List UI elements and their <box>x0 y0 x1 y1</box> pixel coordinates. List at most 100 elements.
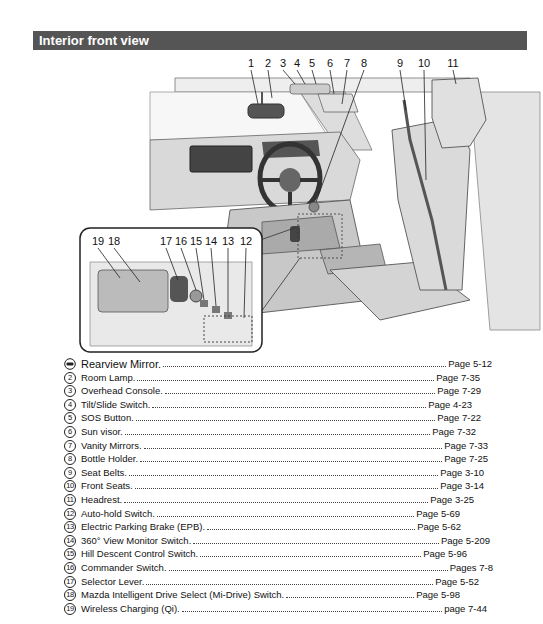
callout-number: 12 <box>64 508 76 520</box>
callout-number: 2 <box>265 57 271 69</box>
dot-leader <box>200 556 421 557</box>
callout-number: 9 <box>397 57 403 69</box>
page-reference: Page 7-35 <box>436 372 480 384</box>
dot-leader <box>136 420 435 421</box>
item-name: Rearview Mirror. <box>81 358 161 370</box>
callout-number: 2 <box>64 372 76 384</box>
callout-number: 13 <box>222 235 234 247</box>
item-name: Overhead Console. <box>81 385 163 397</box>
callout-number: 14 <box>64 535 76 547</box>
item-name: Sun visor. <box>81 426 123 438</box>
page-reference: Page 4-23 <box>428 399 472 411</box>
callout-number: 4 <box>64 399 76 411</box>
callout-number: 7 <box>64 440 76 452</box>
page-reference: Page 7-32 <box>432 426 476 438</box>
callout-number: 15 <box>190 235 202 247</box>
index-row: 2 Room Lamp. Page 7-35 <box>64 371 480 384</box>
callout-number: 6 <box>327 57 333 69</box>
item-name: Selector Lever. <box>81 576 144 588</box>
callout-number: 17 <box>64 576 76 588</box>
mirror-icon <box>64 358 76 370</box>
item-name: Electric Parking Brake (EPB). <box>81 521 205 533</box>
callout-number: 6 <box>64 426 76 438</box>
callout-number: 16 <box>64 562 76 574</box>
index-row: 8 Bottle Holder. Page 7-25 <box>64 452 488 465</box>
item-name: Front Seats. <box>81 480 133 492</box>
callout-number: 11 <box>64 494 76 506</box>
page-reference: Page 3-10 <box>440 467 484 479</box>
dot-leader <box>207 529 415 530</box>
callout-number: 8 <box>64 453 76 465</box>
page-reference: Page 5-98 <box>416 589 460 601</box>
callout-number: 15 <box>64 548 76 560</box>
index-row: 3Overhead Console.Page 7-29 <box>64 384 481 397</box>
index-row: 14 360° View Monitor Switch. Page 5-209 <box>64 534 490 547</box>
page-reference: Page 5-209 <box>441 535 490 547</box>
page-reference: Page 7-22 <box>437 412 481 424</box>
page-reference: Page 3-25 <box>430 494 474 506</box>
callout-number: 3 <box>280 57 286 69</box>
page-reference: Page 7-25 <box>444 453 488 465</box>
dot-leader <box>129 475 438 476</box>
index-row: 18 Mazda Intelligent Drive Select (Mi-Dri… <box>64 588 460 601</box>
item-name: Headrest. <box>81 494 122 506</box>
callout-number: 14 <box>205 235 217 247</box>
index-row: 17 Selector Lever. Page 5-52 <box>64 575 479 588</box>
item-name: Room Lamp. <box>81 372 135 384</box>
callout-number: 11 <box>447 57 458 69</box>
callout-number: 1 <box>248 57 254 69</box>
index-row: 10 Front Seats. Page 3-14 <box>64 479 484 492</box>
callout-number: 13 <box>64 521 76 533</box>
item-name: Bottle Holder. <box>81 453 138 465</box>
callout-number: 10 <box>64 480 76 492</box>
dot-leader <box>165 393 435 394</box>
callout-number: 18 <box>64 589 76 601</box>
callout-number: 7 <box>344 57 350 69</box>
item-name: Auto-hold Switch. <box>81 508 155 520</box>
index-row: Rearview Mirror. Page 5-12 <box>64 357 492 370</box>
index-row: 9Seat Belts.Page 3-10 <box>64 466 484 479</box>
index-row: 15 Hill Descent Control Switch. Page 5-96 <box>64 547 467 560</box>
page-reference: Page 5-96 <box>423 548 467 560</box>
dot-leader <box>144 448 443 449</box>
dot-leader <box>140 461 442 462</box>
item-name: Mazda Intelligent Drive Select (Mi-Drive… <box>81 589 284 601</box>
callout-number: 19 <box>92 235 104 247</box>
index-row: 19Wireless Charging (Qi).page 7-44 <box>64 602 487 615</box>
callout-number: 3 <box>64 385 76 397</box>
item-name: Vanity Mirrors. <box>81 440 142 452</box>
dot-leader <box>163 366 446 367</box>
page-reference: Page 5-62 <box>417 521 461 533</box>
page-title: Interior front view <box>39 33 149 48</box>
dot-leader <box>182 611 442 612</box>
item-name: Commander Switch. <box>81 562 167 574</box>
page-reference: Pages 7-8 <box>450 562 493 574</box>
dot-leader <box>125 434 430 435</box>
callout-number: 5 <box>64 412 76 424</box>
page-reference: Page 7-33 <box>444 440 488 452</box>
dot-leader <box>124 502 428 503</box>
item-name: Hill Descent Control Switch. <box>81 548 198 560</box>
callout-number: 8 <box>361 57 367 69</box>
page-reference: Page 5-52 <box>435 576 479 588</box>
callout-number: 19 <box>64 603 76 615</box>
callout-number: 17 <box>160 235 172 247</box>
page-reference: Page 5-12 <box>448 358 492 370</box>
callout-number: 16 <box>175 235 187 247</box>
dot-leader <box>193 543 439 544</box>
header-bar: Interior front view <box>33 31 527 50</box>
dot-leader <box>157 516 414 517</box>
callout-number: 12 <box>240 235 252 247</box>
index-row: 7 Vanity Mirrors. Page 7-33 <box>64 439 488 452</box>
callout-number: 5 <box>309 57 315 69</box>
dot-leader <box>169 570 448 571</box>
index-row: 11 Headrest. Page 3-25 <box>64 493 474 506</box>
page-reference: Page 3-14 <box>440 480 484 492</box>
item-name: 360° View Monitor Switch. <box>81 535 191 547</box>
callout-number: 4 <box>294 57 300 69</box>
item-name: Tilt/Slide Switch. <box>81 399 150 411</box>
page-reference: page 7-44 <box>444 603 487 615</box>
dot-leader <box>146 584 433 585</box>
dot-leader <box>152 407 426 408</box>
item-name: SOS Button. <box>81 412 134 424</box>
